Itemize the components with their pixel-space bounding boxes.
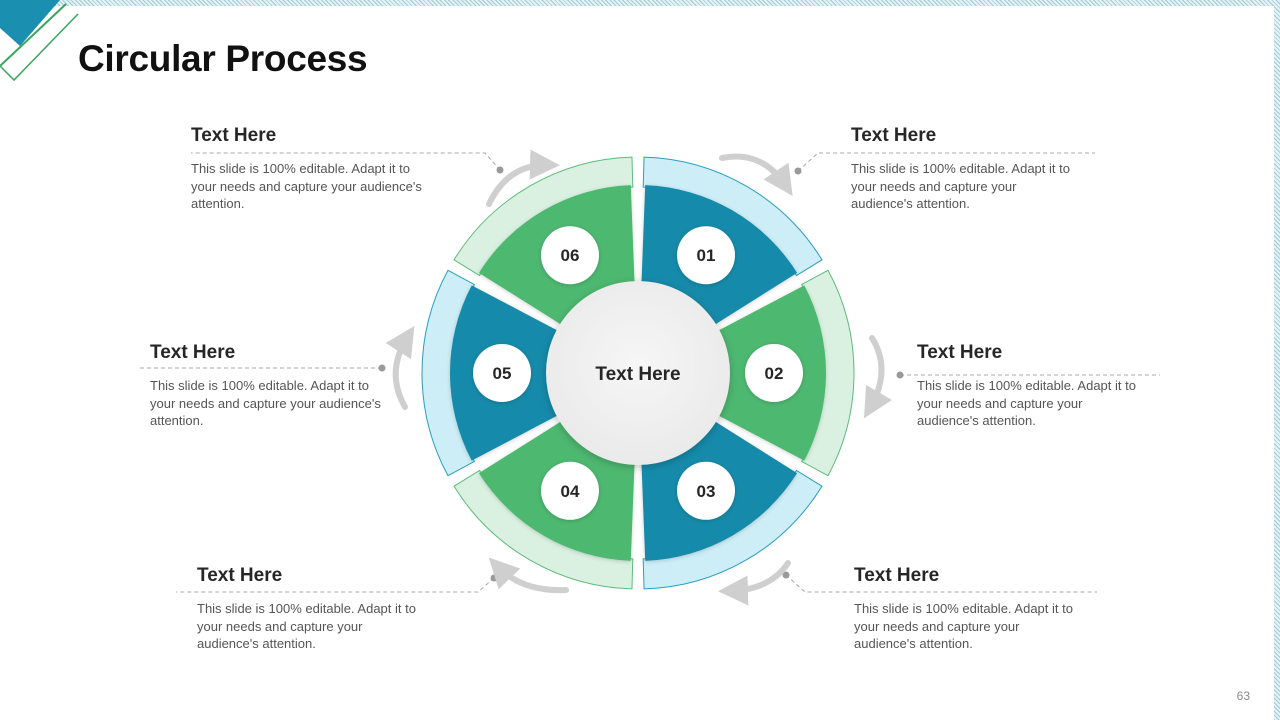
process-segment-02	[638, 285, 826, 461]
callout-03-body: This slide is 100% editable. Adapt it to…	[854, 601, 1073, 651]
corner-decoration	[0, 0, 79, 82]
callout-05-title: Text Here	[150, 342, 236, 363]
connector-line-06	[191, 152, 501, 171]
callout-06: Text Here This slide is 100% editable. A…	[191, 125, 431, 213]
segment-badge-04	[541, 461, 599, 520]
callout-01-body: This slide is 100% editable. Adapt it to…	[851, 161, 1070, 211]
flow-arrow-4	[488, 557, 569, 594]
callout-03: Text Here This slide is 100% editable. A…	[854, 565, 1094, 653]
callout-03-title: Text Here	[854, 565, 940, 586]
callout-04-title: Text Here	[197, 565, 283, 586]
connector-dot-05	[378, 364, 386, 372]
badge-group: 01 02 03 04 05 06	[473, 226, 803, 520]
slide-title: Circular Process	[78, 38, 368, 79]
callout-01: Text Here This slide is 100% editable. A…	[851, 125, 1091, 213]
center-circle	[546, 281, 730, 465]
center-label: Text Here	[595, 364, 680, 385]
segment-badge-03	[677, 461, 735, 520]
connector-line-04	[176, 577, 495, 593]
callout-04: Text Here This slide is 100% editable. A…	[197, 565, 437, 653]
flow-arrow-6	[486, 149, 560, 207]
callout-04-body: This slide is 100% editable. Adapt it to…	[197, 601, 416, 651]
callout-01-title: Text Here	[851, 125, 937, 146]
segment-number-04: 04	[561, 482, 580, 501]
callout-05: Text Here This slide is 100% editable. A…	[150, 342, 390, 430]
connector-dot-02	[896, 371, 904, 379]
segment-badge-05	[473, 344, 531, 402]
connector-dot-01	[794, 167, 802, 175]
segment-number-01: 01	[697, 246, 716, 265]
segment-number-03: 03	[697, 482, 716, 501]
callout-06-body: This slide is 100% editable. Adapt it to…	[191, 161, 422, 211]
callout-02-body: This slide is 100% editable. Adapt it to…	[917, 378, 1136, 428]
flow-arrow-5	[385, 325, 415, 410]
connector-dot-06	[496, 166, 504, 174]
connector-line-01	[797, 152, 1095, 172]
callout-05-body: This slide is 100% editable. Adapt it to…	[150, 378, 381, 428]
segment-number-02: 02	[765, 364, 784, 383]
callout-02-title: Text Here	[917, 342, 1003, 363]
flow-arrow-2	[863, 335, 892, 419]
segment-badge-06	[541, 226, 599, 285]
process-segment-05	[450, 285, 638, 461]
arrow-group	[385, 149, 892, 606]
callout-02: Text Here This slide is 100% editable. A…	[917, 342, 1157, 430]
segment-badge-01	[677, 226, 735, 285]
flow-arrow-1	[719, 153, 793, 196]
segment-badge-02	[745, 344, 803, 402]
callout-06-title: Text Here	[191, 125, 277, 146]
top-pattern-band	[0, 0, 1280, 6]
page-number: 63	[1236, 689, 1250, 703]
flow-arrow-3	[718, 560, 791, 606]
connector-group	[137, 152, 1160, 593]
connector-line-03	[785, 574, 1097, 593]
segment-number-05: 05	[493, 364, 512, 383]
segment-number-06: 06	[561, 246, 580, 265]
right-pattern-band	[1274, 0, 1280, 720]
connector-dot-04	[490, 574, 498, 582]
connector-dot-03	[782, 571, 790, 579]
